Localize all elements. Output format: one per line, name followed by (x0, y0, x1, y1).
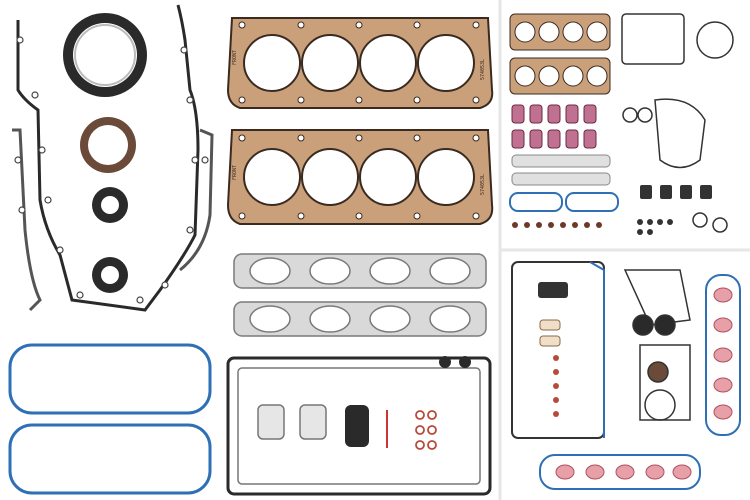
thumb-pink-exhaust-gasket (705, 274, 741, 436)
oil-pan-gasket (226, 356, 492, 496)
cam-seal (92, 187, 128, 223)
thumb-intake-gaskets (511, 104, 597, 149)
front-crank-seal (80, 117, 136, 173)
thumb-bottom-exhaust-gasket (539, 454, 701, 490)
head-gasket-2: FRONT 574053L (226, 129, 494, 225)
valve-cover-gaskets (8, 343, 212, 495)
stamp-part-2: 574053L (480, 174, 486, 195)
oil-pickup-gasket (345, 405, 369, 447)
thumb-blue-seals (509, 192, 619, 212)
small-port-gaskets (257, 404, 327, 440)
thumbnail-bottom-right (511, 261, 741, 490)
stamp-part-1: 574053L (480, 59, 486, 80)
o-ring-set (415, 410, 437, 450)
stamp-front-2: FRONT (232, 165, 238, 180)
timing-cover-bolt-holes (14, 36, 209, 304)
thumb-silver-gaskets (511, 154, 611, 186)
thumb-oil-pan-gasket (511, 261, 605, 439)
thumb-head-gaskets (509, 13, 611, 95)
stamp-front-1: FRONT (232, 50, 238, 65)
intake-gasket-1 (233, 253, 487, 289)
thumb-small-parts (637, 185, 712, 235)
timing-cover-gasket (12, 4, 214, 312)
thumb-timing-cover (621, 13, 734, 169)
intake-gasket-2 (233, 301, 487, 337)
rear-main-seal (63, 13, 147, 97)
thumb-valve-seals (512, 222, 602, 228)
head-gasket-1: FRONT 574053L (226, 17, 494, 109)
thumbnail-top-right (509, 13, 734, 235)
thumb-timing-parts (623, 269, 691, 421)
water-pump-seal (92, 257, 128, 293)
